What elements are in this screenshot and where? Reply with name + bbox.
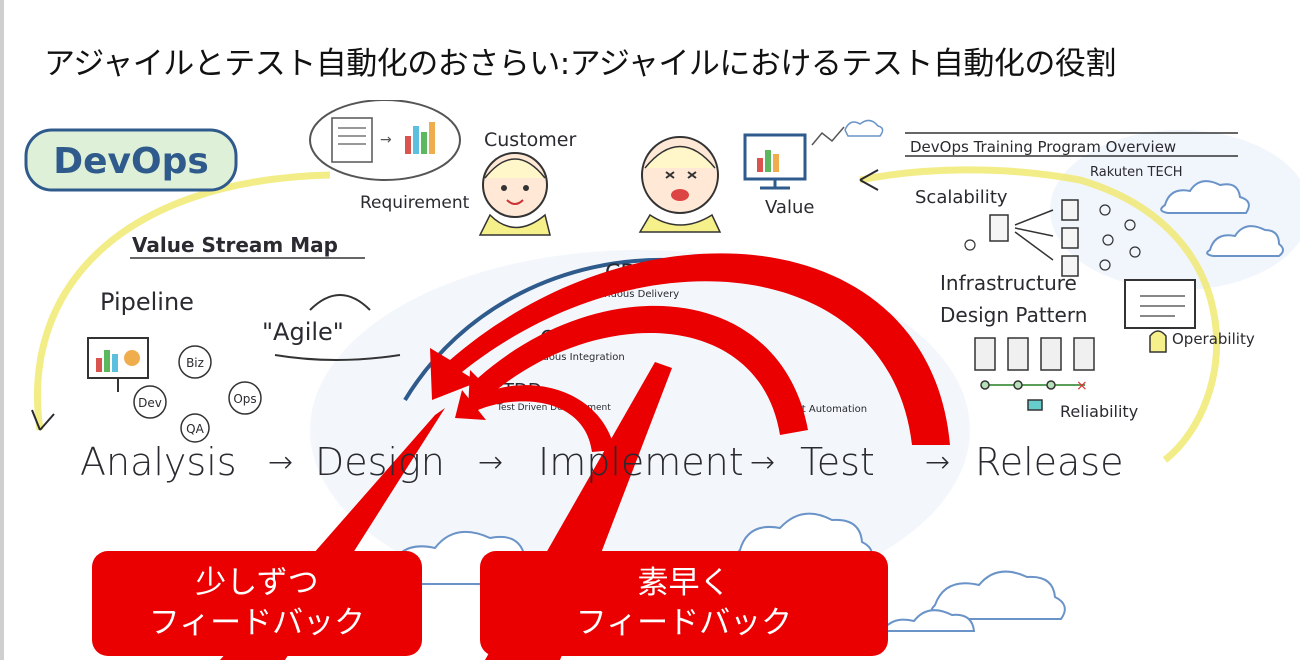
loop-left-arc: [33, 171, 331, 431]
svg-text:→: →: [380, 132, 392, 148]
requirement-label: Requirement: [360, 193, 470, 213]
pipeline-label: Pipeline: [100, 288, 194, 316]
monitor-value-icon: [743, 119, 884, 190]
role-dev: Dev: [138, 396, 162, 410]
stage-arrow-2: →: [478, 445, 503, 480]
program-title: DevOps Training Program Overview: [910, 138, 1176, 156]
test-feedback-arrow: [468, 305, 808, 435]
slide-title: アジャイルとテスト自動化のおさらい:アジャイルにおけるテスト自動化の役割: [44, 46, 1116, 82]
customer-girl-left: [478, 152, 551, 236]
user-icons: [964, 204, 1141, 271]
role-qa: QA: [186, 422, 204, 436]
stage-arrow-1: →: [268, 445, 293, 480]
customer-label: Customer: [484, 129, 576, 151]
callout-gradual-feedback: 少しずつ フィードバック: [92, 551, 422, 656]
agile-cycle-arrow: [309, 294, 371, 311]
hand-click-icon: [1149, 330, 1167, 353]
requirement-thought-bubble: →: [309, 100, 461, 181]
devops-logo: DevOps: [24, 128, 238, 192]
value-label: Value: [765, 197, 814, 218]
bar-chart-icon: [405, 122, 435, 154]
devops-logo-text: DevOps: [53, 141, 209, 182]
stage-row: Analysis → Design → Implement → Test → R…: [80, 440, 1123, 484]
document-icon: [331, 117, 373, 163]
test-automation-label: Test Automation: [785, 404, 867, 415]
stage-release: Release: [975, 440, 1123, 484]
reliability-label: Reliability: [1060, 402, 1138, 421]
customer-girl-center: [638, 136, 722, 233]
callout-left-line1: 少しずつ: [195, 565, 319, 601]
presentation-board-icon: [87, 337, 149, 392]
callout-left-line2: フィードバック: [148, 605, 366, 641]
svg-text:×: ×: [1076, 378, 1088, 394]
loop-left-arrowhead: [31, 409, 55, 431]
vsm-label: Value Stream Map: [132, 233, 338, 257]
cd-sub: Continuous Delivery: [578, 289, 679, 300]
stage-implement: Implement: [538, 440, 744, 484]
role-ops: Ops: [233, 392, 256, 406]
server-icons: [989, 199, 1079, 277]
ci-sub: Continuous Integration: [510, 352, 625, 363]
agile-forward-arrow: [274, 354, 401, 361]
operability-label: Operability: [1172, 330, 1255, 348]
stage-design: Design: [315, 440, 445, 484]
server-rack-row: ×: [974, 337, 1095, 411]
agile-label: "Agile": [262, 318, 344, 346]
implement-feedback-arrow: [455, 385, 615, 452]
program-sub: Rakuten TECH: [1090, 165, 1183, 180]
stage-arrow-3: →: [750, 445, 775, 480]
callout-right-line2: フィードバック: [575, 605, 793, 641]
loop-right-arrowhead: [859, 169, 879, 191]
design-pattern-label: Design Pattern: [940, 303, 1087, 327]
ops-panel-icon: [1124, 279, 1196, 353]
callout-right-line1: 素早く: [637, 565, 731, 601]
callout-quick-feedback: 素早く フィードバック: [480, 551, 888, 656]
stage-test: Test: [800, 440, 875, 484]
loop-right-arc: [859, 166, 1221, 463]
role-biz: Biz: [186, 356, 204, 370]
tdd-sub: Test Driven Development: [496, 403, 611, 413]
stage-analysis: Analysis: [80, 440, 237, 484]
release-feedback-arrow: [430, 253, 950, 445]
infrastructure-label: Infrastructure: [940, 271, 1077, 295]
slide-left-border: [0, 0, 4, 660]
scalability-label: Scalability: [915, 187, 1008, 208]
stage-arrow-4: →: [925, 445, 950, 480]
role-circles: [133, 345, 262, 443]
cloud-cluster-top-right: [1160, 180, 1284, 257]
